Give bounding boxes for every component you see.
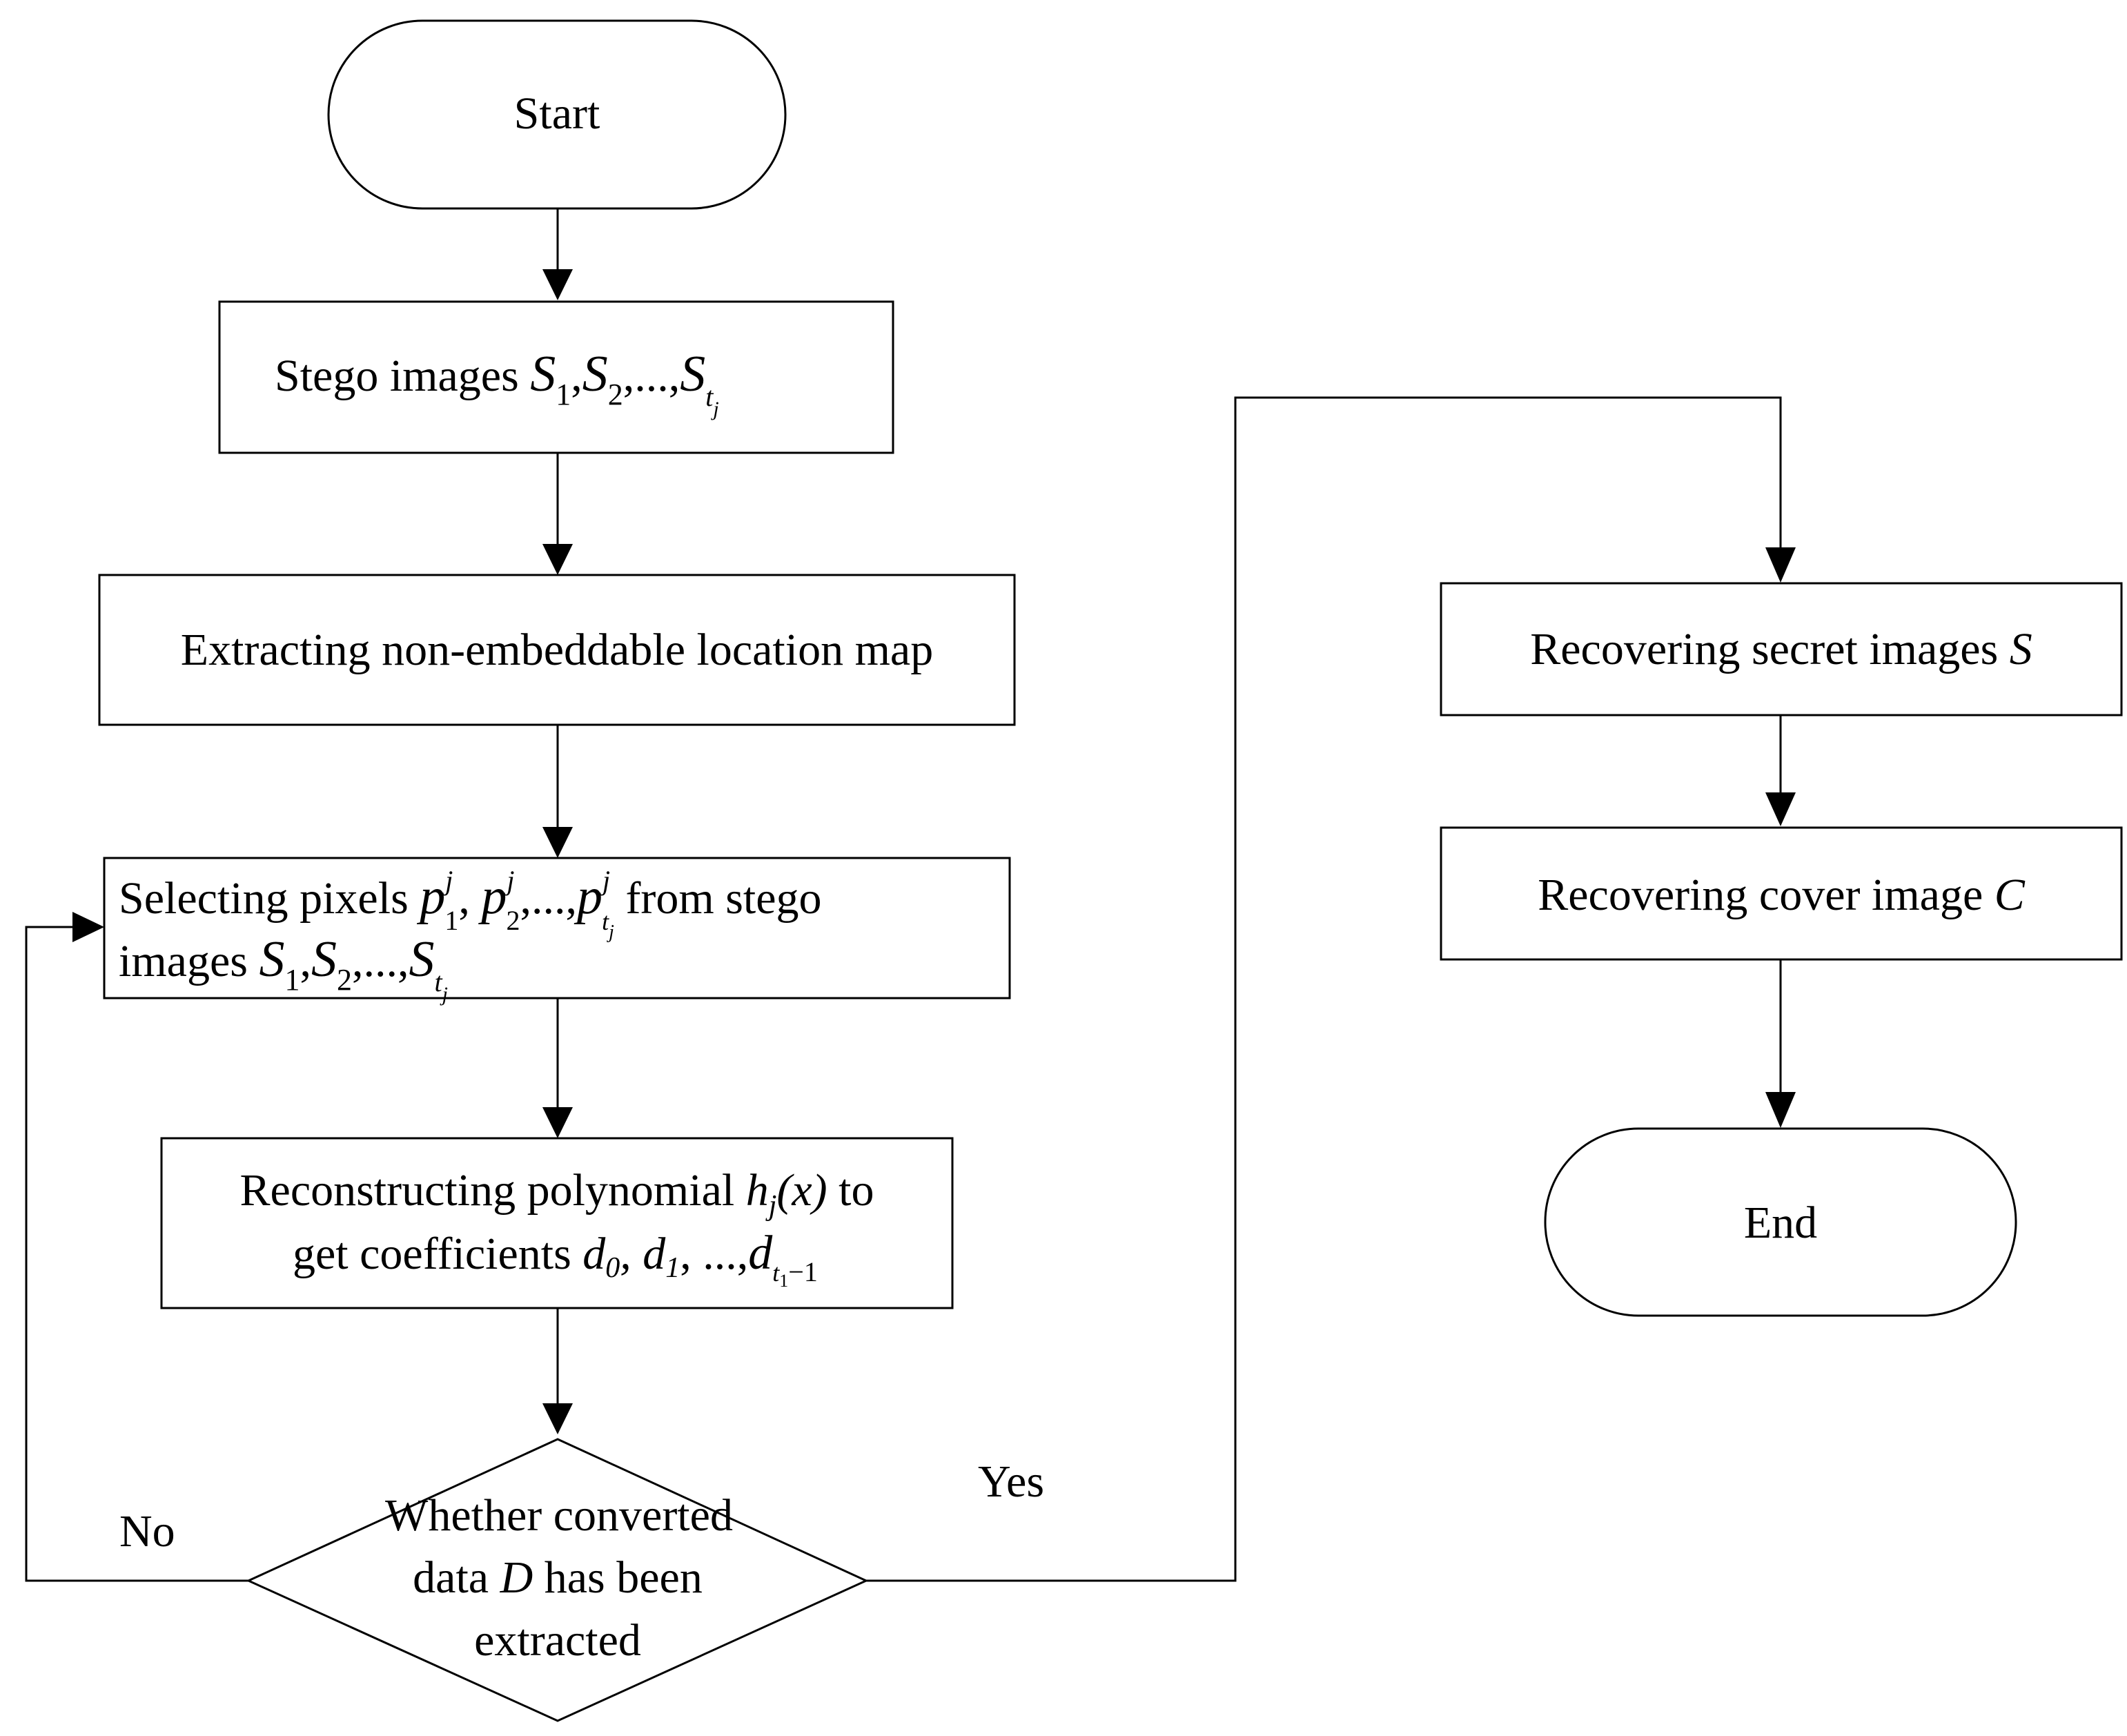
yes-path-line [866,396,1782,1582]
decision-line3: extracted [474,1615,641,1666]
decision-diamond: Whether converted data D has been extrac… [246,1438,869,1722]
end-terminal: End [1544,1127,2017,1317]
start-terminal: Start [327,19,787,210]
arrow-head-recover-secret [1765,547,1796,583]
extract-map-label: Extracting non-embeddable location map [181,625,933,675]
arrow-head-select [542,827,573,858]
arrow-head-extract [542,544,573,575]
no-label: No [119,1506,175,1557]
reconstruct-box: Reconstructing polynomial hj(x) to get c… [160,1137,954,1309]
decision-line1: Whether converted [385,1490,733,1541]
recover-secret-label: Recovering secret images S [1530,624,2032,674]
arrow-head-reconstruct [542,1107,573,1138]
decision-line2: data D has been [413,1552,703,1603]
arrow-head-recover-cover [1765,792,1796,826]
recover-cover-label: Recovering cover image C [1538,870,2026,920]
connectors [25,208,1796,1582]
extract-map-box: Extracting non-embeddable location map [98,574,1016,726]
start-label: Start [514,88,600,139]
select-pixels-line2: images S1,S2,...,Stj [119,931,448,1006]
reconstruct-line1: Reconstructing polynomial hj(x) to [240,1165,874,1222]
stego-images-label: Stego images S1,S2,...,Stj [275,346,719,420]
end-label: End [1744,1198,1817,1248]
arrow-head-end [1765,1092,1796,1128]
arrow-head-decision [542,1403,573,1434]
recover-secret-box: Recovering secret images S [1440,582,2123,716]
no-loop-line [25,926,248,1582]
stego-images-box: Stego images S1,S2,...,Stj [218,300,894,454]
reconstruct-line2: get coefficients d0, d1, ...,dt1−1 [293,1227,818,1291]
arrow-head-no-loop [72,912,104,942]
arrow-head-stego [542,269,573,300]
recover-cover-box: Recovering cover image C [1440,826,2123,961]
yes-label: Yes [978,1456,1044,1507]
